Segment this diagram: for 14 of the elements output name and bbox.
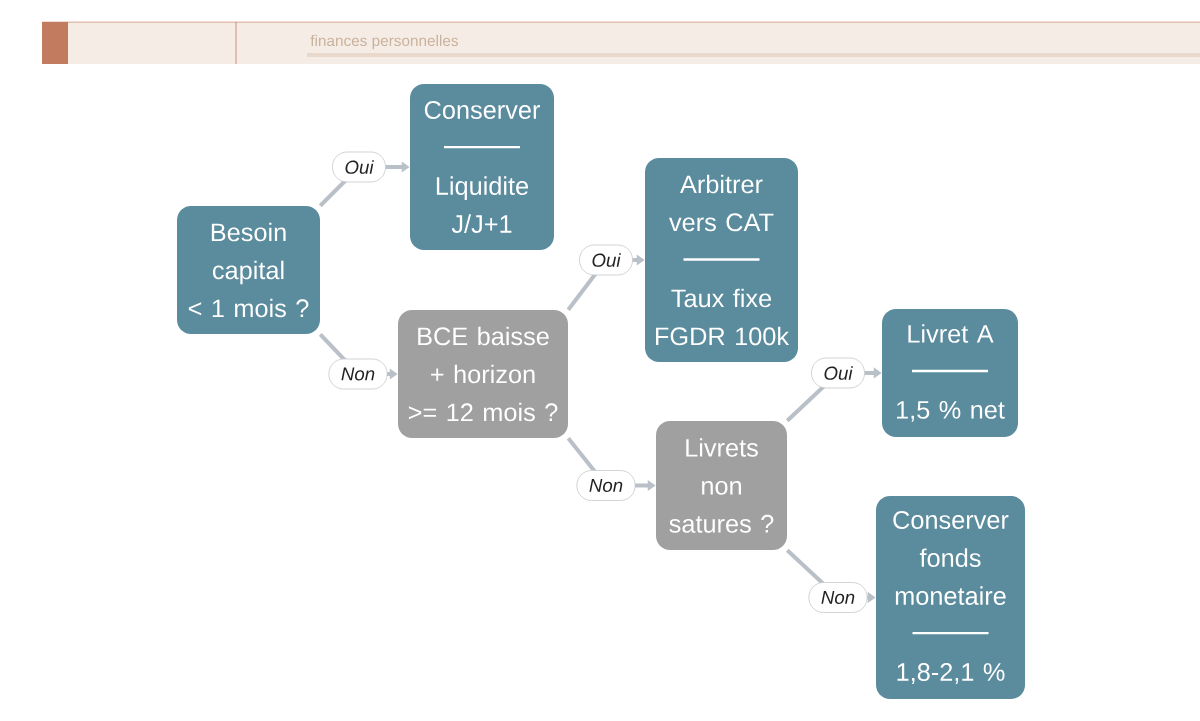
result-box: Livret A 1,5 % net xyxy=(882,309,1018,437)
result-box: Arbitrer vers CAT Taux fixe FGDR 100k xyxy=(645,158,798,362)
edge-label: Oui xyxy=(579,244,633,276)
edge-label: Oui xyxy=(811,357,865,389)
result-box: Conserver Liquidite J/J+1 xyxy=(410,84,554,250)
edge-label: Non xyxy=(328,358,388,390)
edge-label: Non xyxy=(808,582,868,613)
result-box: Conserver fonds monetaire 1,8-2,1 % xyxy=(876,496,1025,699)
tagline: finances personnelles xyxy=(310,34,458,50)
question-box: BCE baisse + horizon >= 12 mois ? xyxy=(398,310,568,438)
edge-label: Oui xyxy=(332,151,386,183)
question-box: Livrets non satures ? xyxy=(656,421,787,550)
edge-label: Non xyxy=(576,470,636,501)
question-box: Besoin capital < 1 mois ? xyxy=(177,206,320,334)
